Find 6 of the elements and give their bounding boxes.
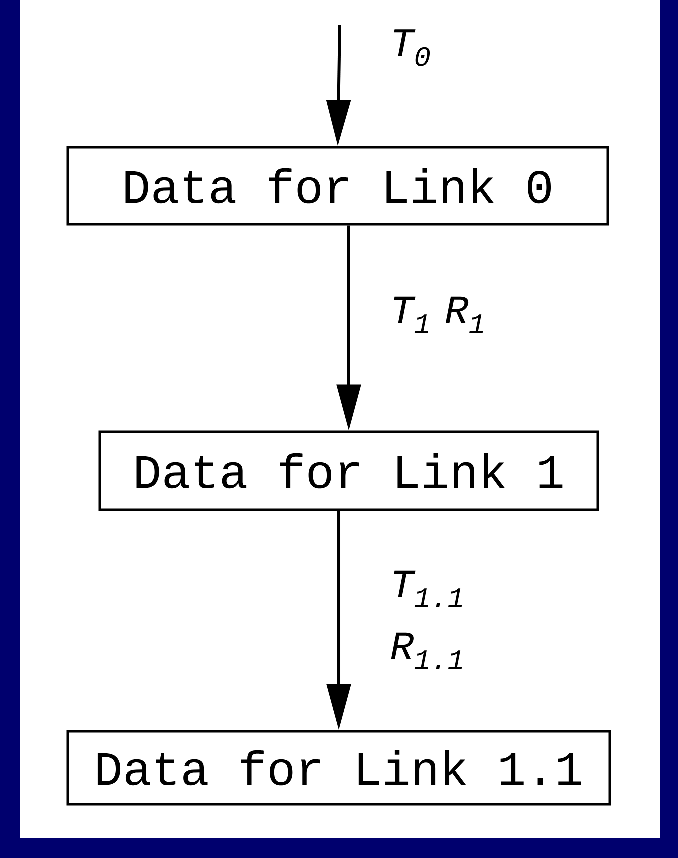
process-box: Data for Link 1 (98, 430, 600, 512)
edge-label: T$_{1.1}$ R$_{1.1}$ (391, 570, 462, 670)
edge-label: T$_{0}$ (394, 30, 430, 66)
edge-label: T$_{1}$ R$_{1}$ (394, 296, 484, 334)
process-box: Data for Link 0 (66, 146, 610, 226)
process-box: Data for Link 1.1 (66, 730, 612, 806)
